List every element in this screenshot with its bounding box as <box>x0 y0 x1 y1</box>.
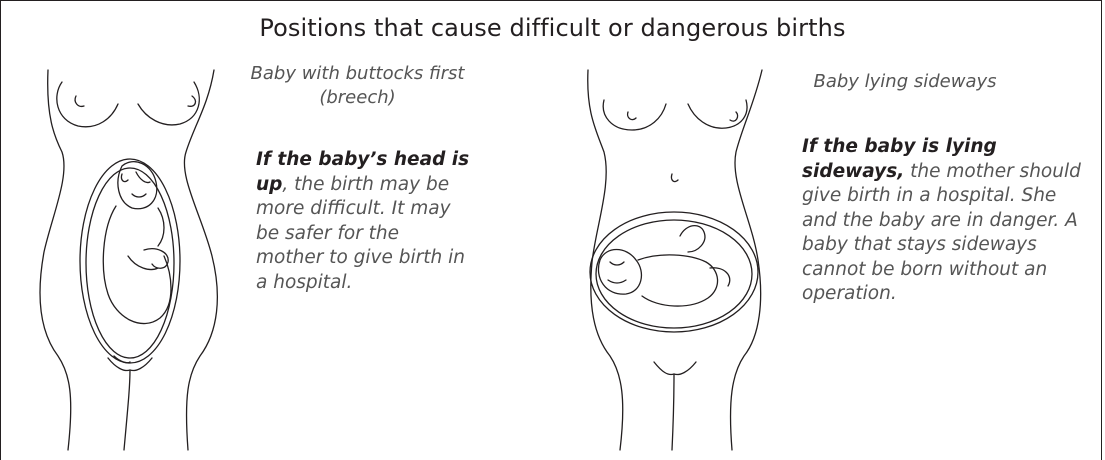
breech-description: If the baby’s head is up, the birth may … <box>256 148 471 295</box>
sideways-description: If the baby is lying sideways, the mothe… <box>802 135 1092 307</box>
page-title: Positions that cause difficult or danger… <box>0 14 1105 42</box>
breech-text: , the birth may be more difficult. It ma… <box>256 174 465 293</box>
sideways-baby-illustration-icon <box>570 56 780 450</box>
sideways-caption: Baby lying sideways <box>790 70 1020 94</box>
breech-baby-illustration-icon <box>18 56 238 450</box>
sideways-text: the mother should give birth in a hospit… <box>802 161 1081 305</box>
breech-caption: Baby with buttocks first (breech) <box>250 62 465 110</box>
